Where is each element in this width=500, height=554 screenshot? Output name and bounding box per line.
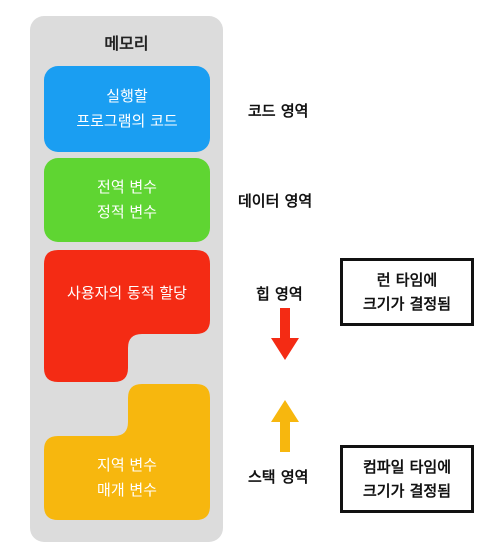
stack-region-label: 스택 영역 [248, 468, 309, 486]
data-segment-line2: 정적 변수 [97, 203, 157, 221]
memory-title: 메모리 [104, 34, 149, 53]
stack-segment-label: 지역 변수 매개 변수 [44, 436, 210, 520]
stack-segment-line1: 지역 변수 [97, 456, 157, 474]
code-segment-line2: 프로그램의 코드 [76, 112, 178, 130]
data-segment: 전역 변수 정적 변수 [44, 158, 210, 242]
compile-callout: 컴파일 타임에 크기가 결정됨 [340, 445, 474, 513]
runtime-callout-line1: 런 타임에 [376, 271, 438, 289]
runtime-callout-line2: 크기가 결정됨 [362, 295, 452, 313]
code-segment-line1: 실행할 [106, 87, 148, 105]
code-region-label: 코드 영역 [248, 102, 309, 120]
arrow-up-icon [271, 400, 299, 452]
data-region-label: 데이터 영역 [238, 192, 313, 210]
data-segment-line1: 전역 변수 [97, 178, 157, 196]
heap-segment-label: 사용자의 동적 할당 [44, 250, 210, 336]
code-segment: 실행할 프로그램의 코드 [44, 66, 210, 152]
heap-segment [44, 250, 210, 382]
stack-segment-line2: 매개 변수 [97, 481, 157, 499]
compile-callout-line2: 크기가 결정됨 [362, 482, 452, 500]
runtime-callout: 런 타임에 크기가 결정됨 [340, 258, 474, 326]
heap-segment-line1: 사용자의 동적 할당 [67, 283, 187, 302]
stack-segment [44, 384, 210, 520]
compile-callout-line1: 컴파일 타임에 [362, 458, 452, 476]
heap-region-label: 힙 영역 [256, 285, 303, 303]
arrow-down-icon [271, 308, 299, 360]
